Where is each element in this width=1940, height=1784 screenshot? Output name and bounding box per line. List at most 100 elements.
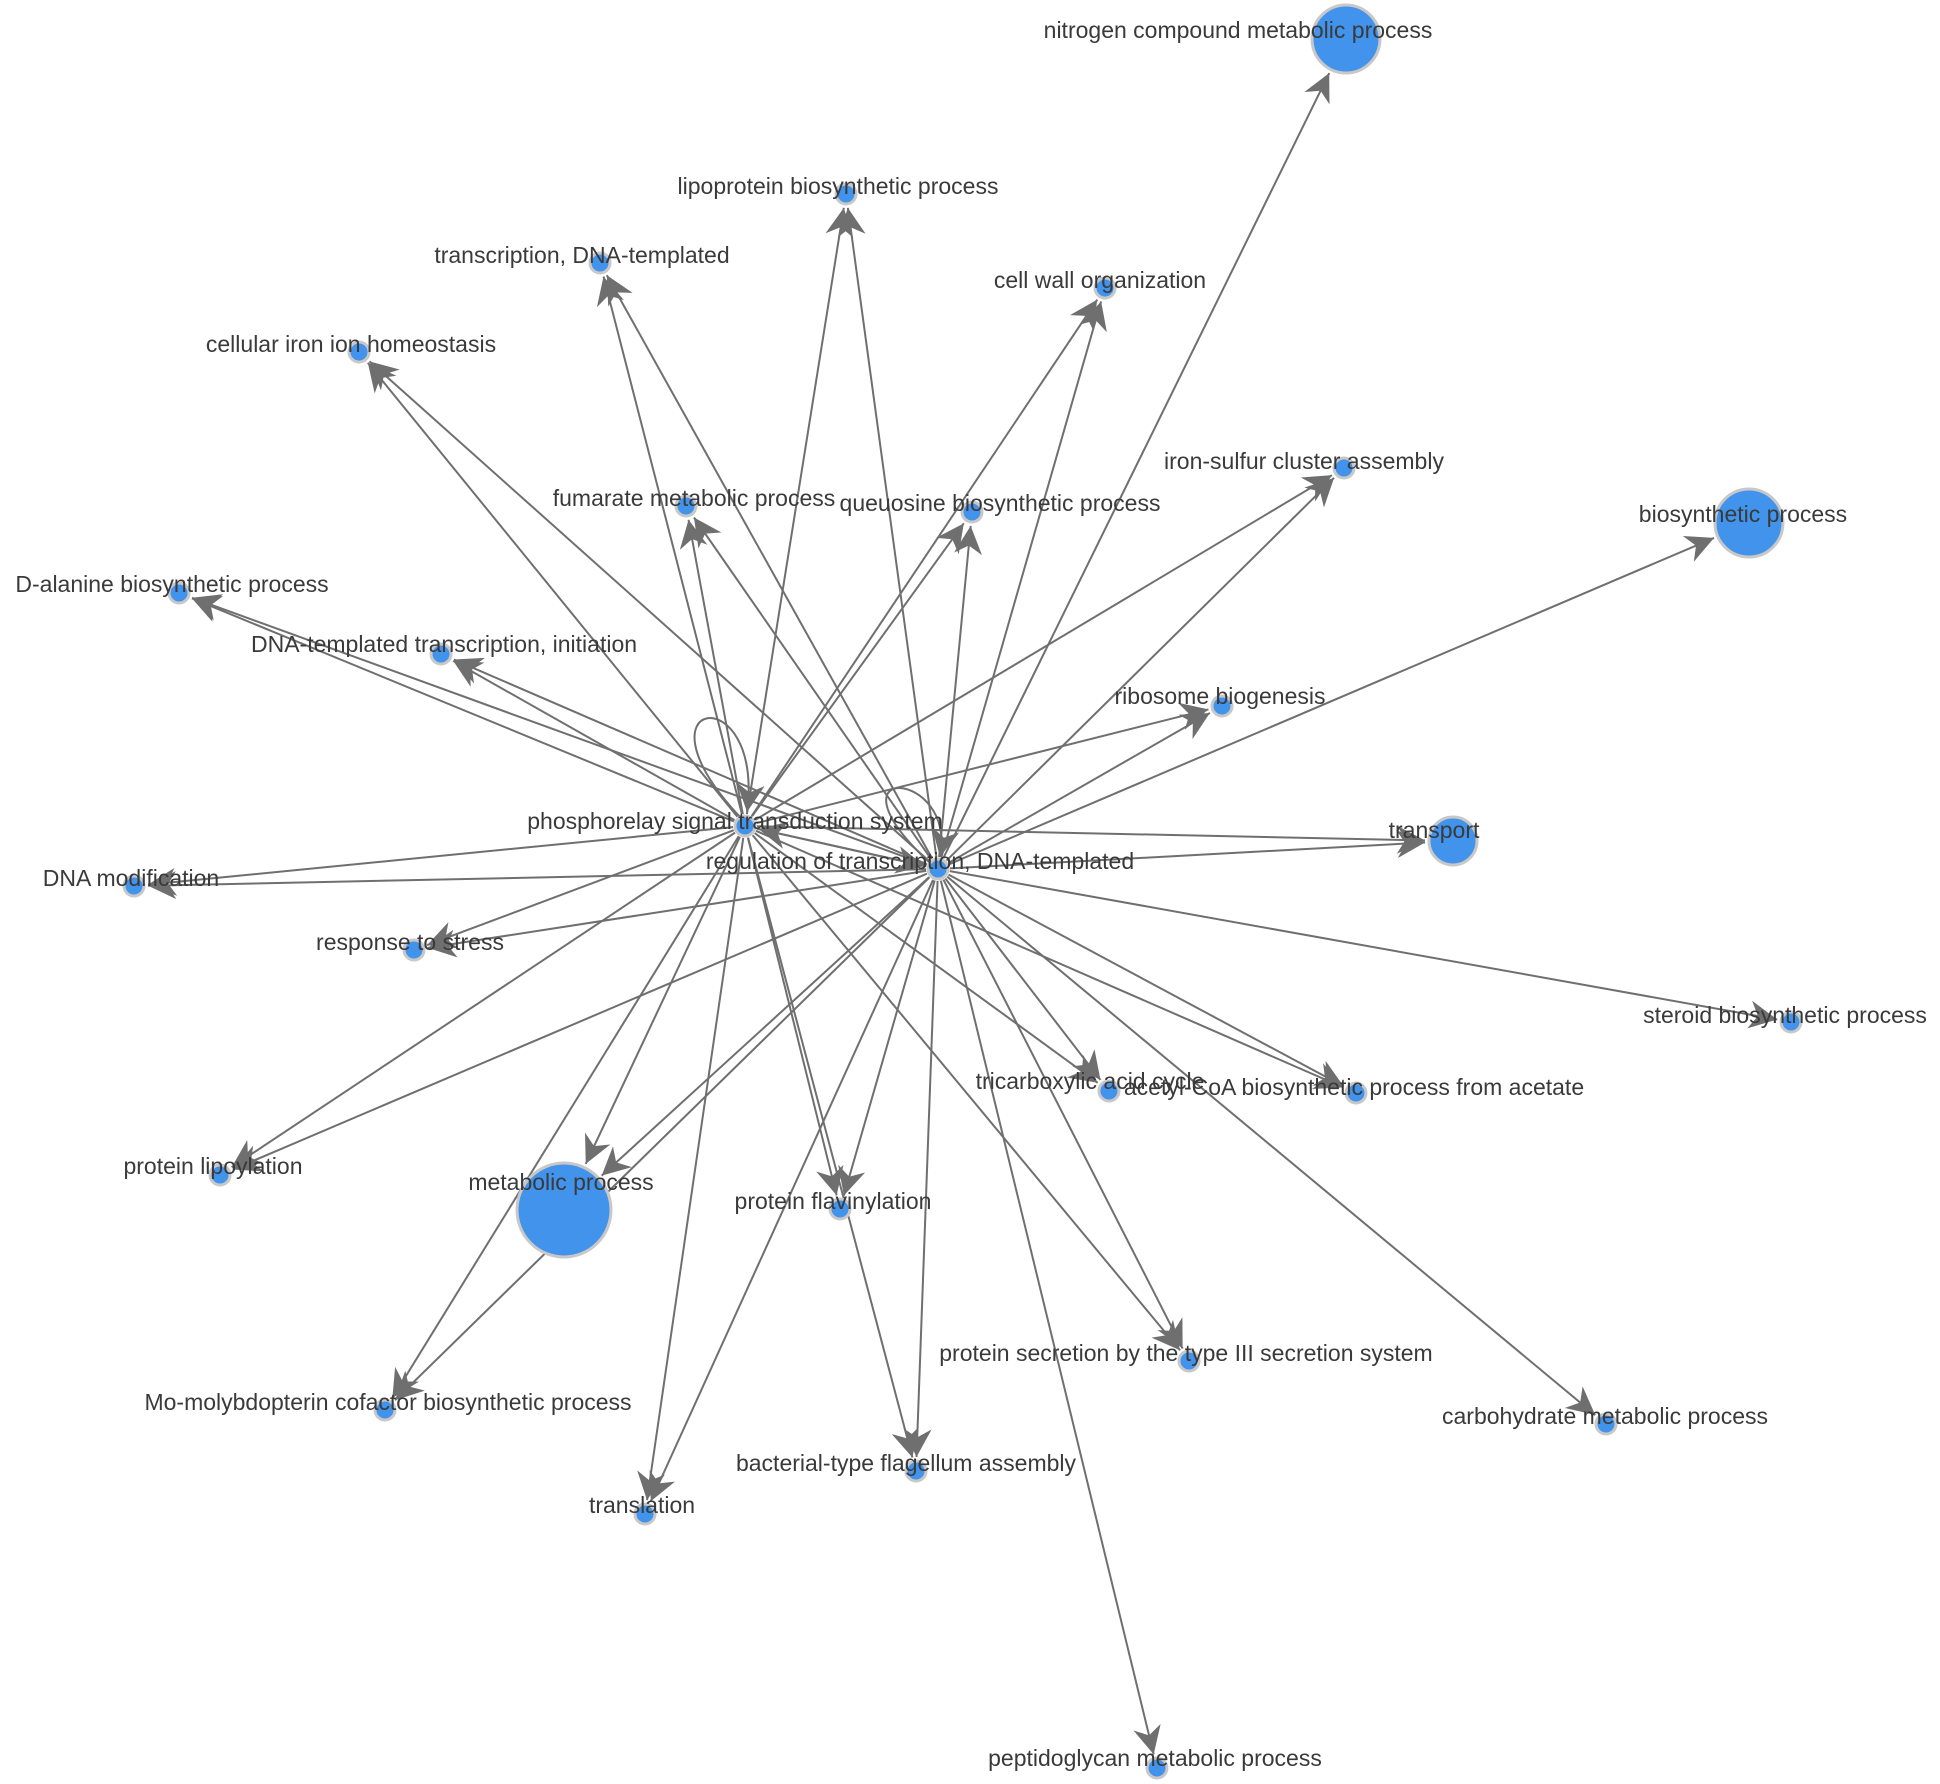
- node-dnamod: [122, 874, 146, 898]
- node-iron: [347, 340, 371, 364]
- node-acetylcoa: [1344, 1081, 1368, 1105]
- edge-phosphorelay-to-cellwall: [750, 299, 1099, 817]
- edge-phosphorelay-to-queuosine: [751, 522, 965, 817]
- node-dalanine: [167, 581, 191, 605]
- edge-regulation-to-tca: [944, 877, 1102, 1081]
- edge-regulation-to-ribosome: [947, 712, 1211, 864]
- node-flagellum: [904, 1459, 928, 1483]
- edges-layer: [147, 72, 1778, 1755]
- node-cellwall: [1093, 276, 1117, 300]
- edge-phosphorelay-to-acetylcoa: [755, 829, 1344, 1090]
- edge-phosphorelay-to-metabolic: [584, 836, 741, 1165]
- node-label-translation: translation: [589, 1492, 695, 1518]
- node-label-steroid: steroid biosynthetic process: [1643, 1002, 1927, 1028]
- edge-phosphorelay-to-fumarate: [679, 519, 744, 815]
- edge-regulation-to-biosynthetic: [948, 536, 1715, 866]
- edge-phosphorelay-self: [693, 717, 765, 819]
- node-label-biosynthetic: biosynthetic process: [1639, 501, 1847, 527]
- node-nitrogen: [1310, 3, 1382, 75]
- node-translation: [633, 1502, 657, 1526]
- edge-regulation-to-dnainit: [453, 657, 928, 866]
- edge-regulation-to-secretion: [942, 879, 1184, 1349]
- labels-layer: phosphorelay signal transduction system r…: [15, 17, 1927, 1771]
- node-lipoylation: [208, 1163, 232, 1187]
- edge-regulation-to-dnamod: [147, 868, 927, 900]
- node-label-fumarate: fumarate metabolic process: [553, 485, 836, 511]
- edge-regulation-to-dalanine: [191, 594, 928, 866]
- edge-regulation-to-steroid: [949, 870, 1778, 1029]
- node-secretion: [1177, 1349, 1201, 1373]
- node-label-flagellum: bacterial-type flagellum assembly: [736, 1450, 1077, 1476]
- node-label-metabolic: metabolic process: [468, 1169, 653, 1195]
- node-label-secretion: protein secretion by the type III secret…: [939, 1340, 1432, 1366]
- node-molybdopterin: [373, 1398, 397, 1422]
- edge-phosphorelay-to-flavinylation: [746, 837, 844, 1196]
- edge-regulation-to-ironsulfur: [945, 477, 1335, 862]
- edge-phosphorelay-to-secretion: [751, 834, 1181, 1351]
- node-metabolic: [515, 1161, 613, 1259]
- node-label-cellwall: cell wall organization: [994, 267, 1206, 293]
- edge-phosphorelay-to-iron: [367, 362, 739, 818]
- node-label-acetylcoa: acetyl-CoA biosynthetic process from ace…: [1124, 1074, 1584, 1100]
- node-label-ironsulfur: iron-sulfur cluster assembly: [1164, 448, 1444, 474]
- node-label-dalanine: D-alanine biosynthetic process: [15, 571, 328, 597]
- node-label-iron: cellular iron ion homeostasis: [206, 331, 496, 357]
- node-biosynthetic: [1713, 487, 1785, 559]
- node-phosphorelay: [733, 814, 757, 838]
- nodes-layer: [122, 3, 1803, 1780]
- edge-regulation-to-transport: [949, 830, 1426, 870]
- node-ribosome: [1210, 694, 1234, 718]
- edge-regulation-to-lipoprotein: [837, 207, 938, 858]
- edge-phosphorelay-to-dnamod: [147, 826, 734, 896]
- node-label-transport: transport: [1389, 817, 1480, 843]
- node-queuosine: [960, 500, 984, 524]
- node-label-flavinylation: protein flavinylation: [735, 1188, 932, 1214]
- edge-regulation-to-metabolic: [601, 876, 930, 1177]
- node-transport: [1427, 815, 1479, 867]
- edge-phosphorelay-to-translation: [637, 837, 745, 1501]
- edge-phosphorelay-to-lipoylation: [231, 831, 736, 1169]
- node-label-tca: tricarboxylic acid cycle: [976, 1068, 1205, 1094]
- edge-regulation-to-cellwall: [940, 301, 1107, 858]
- edge-phosphorelay-to-stress: [426, 829, 735, 949]
- edge-phosphorelay-to-ribosome: [756, 702, 1209, 825]
- edge-phosphorelay-to-transport: [756, 825, 1426, 854]
- edge-regulation-to-flavinylation: [838, 880, 936, 1196]
- edge-regulation-to-peptidoglycan: [939, 880, 1161, 1755]
- node-tca: [1097, 1079, 1121, 1103]
- node-label-lipoylation: protein lipoylation: [123, 1153, 302, 1179]
- edge-regulation-to-queuosine: [938, 525, 982, 858]
- edge-regulation-to-flagellum: [903, 880, 939, 1458]
- edge-phosphorelay-to-flagellum: [747, 837, 919, 1458]
- node-label-molybdopterin: Mo-molybdopterin cofactor biosynthetic p…: [144, 1389, 631, 1415]
- edge-phosphorelay-to-tca: [754, 832, 1099, 1084]
- node-regulation: [926, 857, 950, 881]
- edge-regulation-to-translation: [649, 879, 934, 1502]
- node-ironsulfur: [1332, 456, 1356, 480]
- edge-phosphorelay-to-molybdopterin: [391, 835, 740, 1399]
- node-label-transcription: transcription, DNA-templated: [434, 242, 729, 268]
- node-steroid: [1779, 1010, 1803, 1034]
- node-label-phosphorelay: phosphorelay signal transduction system: [527, 808, 943, 834]
- node-lipoprotein: [834, 182, 858, 206]
- edge-regulation-to-nitrogen: [942, 72, 1331, 859]
- node-label-stress: response to stress: [316, 929, 504, 955]
- edge-phosphorelay-to-ironsulfur: [754, 474, 1333, 821]
- edge-phosphorelay-to-dnainit: [452, 660, 736, 821]
- edge-regulation-to-molybdopterin: [394, 876, 931, 1401]
- edge-regulation-to-fumarate: [693, 516, 932, 860]
- node-peptidoglycan: [1145, 1756, 1169, 1780]
- edge-regulation-to-transcription: [605, 274, 934, 860]
- node-label-carbohydrate: carbohydrate metabolic process: [1442, 1403, 1768, 1429]
- node-carbohydrate: [1594, 1412, 1618, 1436]
- node-stress: [402, 938, 426, 962]
- node-transcription: [588, 251, 612, 275]
- node-label-lipoprotein: lipoprotein biosynthetic process: [678, 173, 999, 199]
- node-label-dnamod: DNA modification: [43, 865, 219, 891]
- edge-regulation-to-iron: [368, 360, 930, 862]
- node-label-ribosome: ribosome biogenesis: [1115, 683, 1326, 709]
- node-flavinylation: [828, 1197, 852, 1221]
- node-fumarate: [674, 494, 698, 518]
- node-label-peptidoglycan: peptidoglycan metabolic process: [988, 1745, 1322, 1771]
